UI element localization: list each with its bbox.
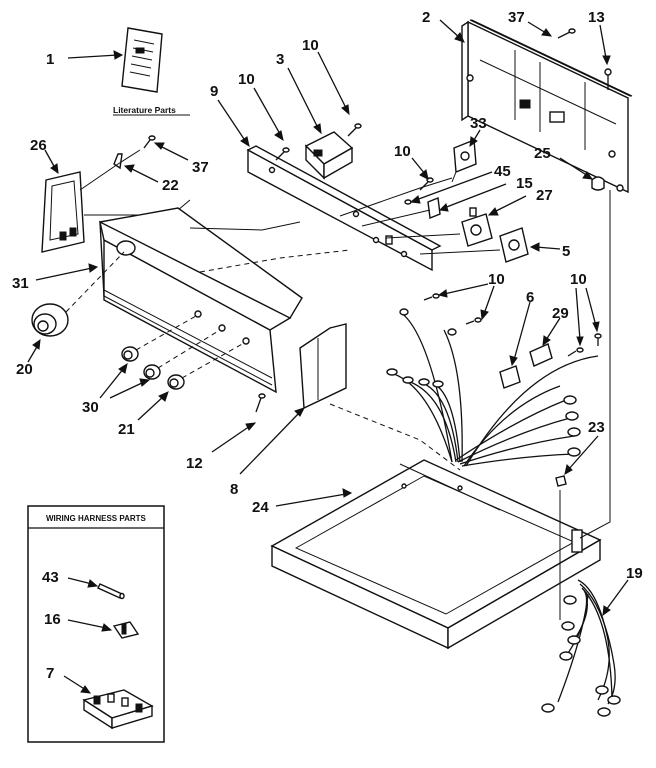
screw-37-left: [143, 135, 156, 149]
wire-harness-19: [541, 579, 621, 717]
callout-12: 12: [186, 455, 203, 472]
connector-29: [529, 343, 553, 367]
clip-23: [555, 475, 567, 487]
screw-37-top: [557, 28, 576, 39]
bracket-22: [113, 153, 123, 170]
callout-27: 27: [536, 187, 553, 204]
bracket-15: [427, 197, 441, 219]
screw-12: [255, 393, 266, 413]
callout-15: 15: [516, 175, 533, 192]
callout-10-d: 10: [488, 271, 505, 288]
wire-splice-43: [97, 583, 125, 600]
callout-labels: 1 2 3 5 6 7 8 9 10 10 10 10 10 12 13 15 …: [12, 9, 643, 682]
switch-3: [304, 131, 354, 180]
screw-45: [404, 199, 412, 205]
callout-10-a: 10: [238, 71, 255, 88]
screw-13: [604, 68, 612, 90]
callout-7: 7: [46, 665, 54, 682]
callout-24: 24: [252, 499, 269, 516]
screw-10-top-right: [347, 123, 362, 137]
callout-8: 8: [230, 481, 238, 498]
callout-26: 26: [30, 137, 47, 154]
knob-20: [31, 303, 69, 337]
callout-2: 2: [422, 9, 430, 26]
screw-10-mid: [419, 177, 434, 191]
callout-19: 19: [626, 565, 643, 582]
knob-30b: [143, 364, 161, 380]
terminal-16: [112, 621, 140, 639]
end-cap-26: [41, 171, 85, 253]
screw-10-harness-right-a: [567, 347, 584, 357]
callout-31: 31: [12, 275, 29, 292]
bracket-8: [299, 323, 347, 410]
callout-20: 20: [16, 361, 33, 378]
callout-10-e: 10: [570, 271, 587, 288]
knob-21: [167, 374, 185, 390]
callout-37-b: 37: [192, 159, 209, 176]
callout-22: 22: [162, 177, 179, 194]
callout-5: 5: [562, 243, 570, 260]
callout-43: 43: [42, 569, 59, 586]
terminal-block-33: [451, 138, 477, 183]
callout-6: 6: [526, 289, 534, 306]
callout-9: 9: [210, 83, 218, 100]
callout-23: 23: [588, 419, 605, 436]
callout-10-b: 10: [302, 37, 319, 54]
callout-29: 29: [552, 305, 569, 322]
callout-33: 33: [470, 115, 487, 132]
rear-console-panel: [461, 19, 633, 194]
literature-booklet: [121, 27, 163, 93]
callout-16: 16: [44, 611, 61, 628]
callout-30: 30: [82, 399, 99, 416]
control-bracket-9: [246, 145, 442, 272]
callout-13: 13: [588, 9, 605, 26]
callout-37-a: 37: [508, 9, 525, 26]
relay-27: [461, 207, 493, 247]
callout-25: 25: [534, 145, 551, 162]
callout-21: 21: [118, 421, 135, 438]
screw-10-harness-left: [423, 293, 440, 301]
callout-3: 3: [276, 51, 284, 68]
callout-10-c: 10: [394, 143, 411, 160]
top-panel-24: [270, 459, 602, 650]
connector-6: [499, 365, 521, 389]
callout-1: 1: [46, 51, 54, 68]
connector-block-7: [82, 689, 154, 730]
console-body-31: [98, 207, 303, 394]
literature-parts-label: Literature Parts: [113, 105, 176, 115]
screw-10-top-left: [275, 147, 290, 161]
wiring-harness-parts-title: WIRING HARNESS PARTS: [46, 514, 147, 523]
screw-10-harness-mid: [465, 317, 482, 325]
callout-45: 45: [494, 163, 511, 180]
wire-harness: [386, 308, 599, 467]
screw-10-harness-right-b: [594, 333, 602, 346]
switch-5: [499, 227, 529, 263]
clip-25: [591, 176, 605, 191]
knob-30a: [121, 346, 139, 362]
